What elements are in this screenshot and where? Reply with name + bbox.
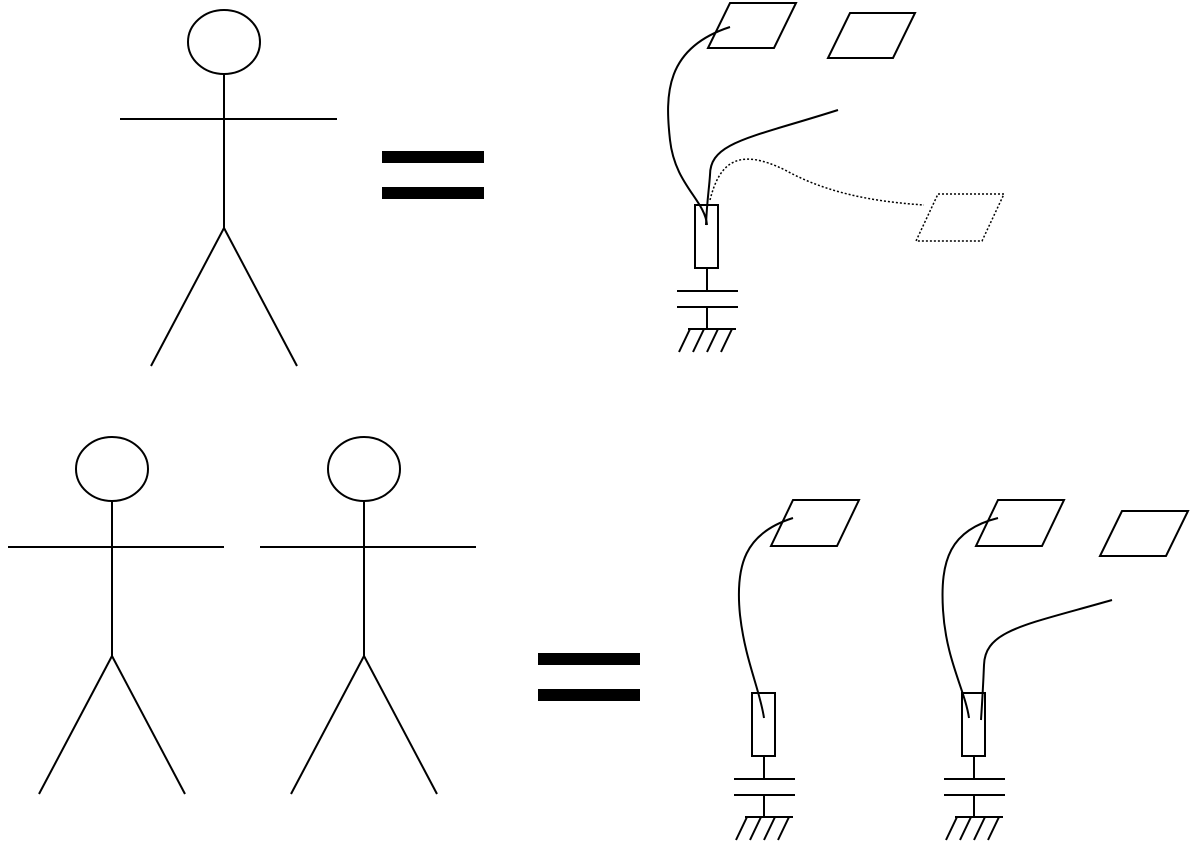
stick-figure-right-leg [111, 655, 186, 795]
wire-dotted [709, 158, 925, 206]
contact-pad [769, 499, 861, 547]
equals-bar-upper [382, 151, 484, 163]
equivalent-circuit-bottom-2 [941, 499, 1190, 841]
stick-figure-left-leg [38, 655, 113, 795]
stick-figure-top [120, 9, 337, 367]
contact-pad [974, 499, 1066, 547]
stick-figure-right-leg [363, 655, 438, 795]
equals-sign-bottom [538, 653, 640, 701]
stick-figure-left-leg [290, 655, 365, 795]
wire-loose-end [705, 109, 839, 226]
stick-figure-left-leg [150, 227, 225, 367]
stick-figure-head [327, 436, 401, 502]
equivalent-circuit-top [667, 2, 1006, 353]
ground-symbol [945, 816, 1003, 841]
stick-figure-head [187, 9, 261, 75]
stick-figure-bottom-left [8, 436, 224, 795]
wire-to-pad [737, 517, 794, 719]
ground-symbol [678, 328, 736, 353]
wire-to-pad [941, 517, 999, 719]
contact-pad [706, 2, 798, 49]
equivalent-circuit-bottom-1 [734, 499, 861, 841]
contact-pad-dotted [914, 193, 1006, 242]
stick-figure-right-leg [223, 227, 298, 367]
ground-symbol [735, 816, 793, 841]
resistor [751, 692, 776, 757]
contact-pad-unconnected [1098, 510, 1190, 557]
equals-sign-top [382, 151, 484, 199]
stick-figure-bottom-right [260, 436, 476, 795]
wire-loose-end [980, 599, 1113, 721]
equals-bar-lower [538, 689, 640, 701]
equals-bar-lower [382, 187, 484, 199]
contact-pad-unconnected [826, 12, 917, 59]
equals-bar-upper [538, 653, 640, 665]
wire-to-pad [667, 26, 731, 226]
stick-figure-head [75, 436, 149, 502]
